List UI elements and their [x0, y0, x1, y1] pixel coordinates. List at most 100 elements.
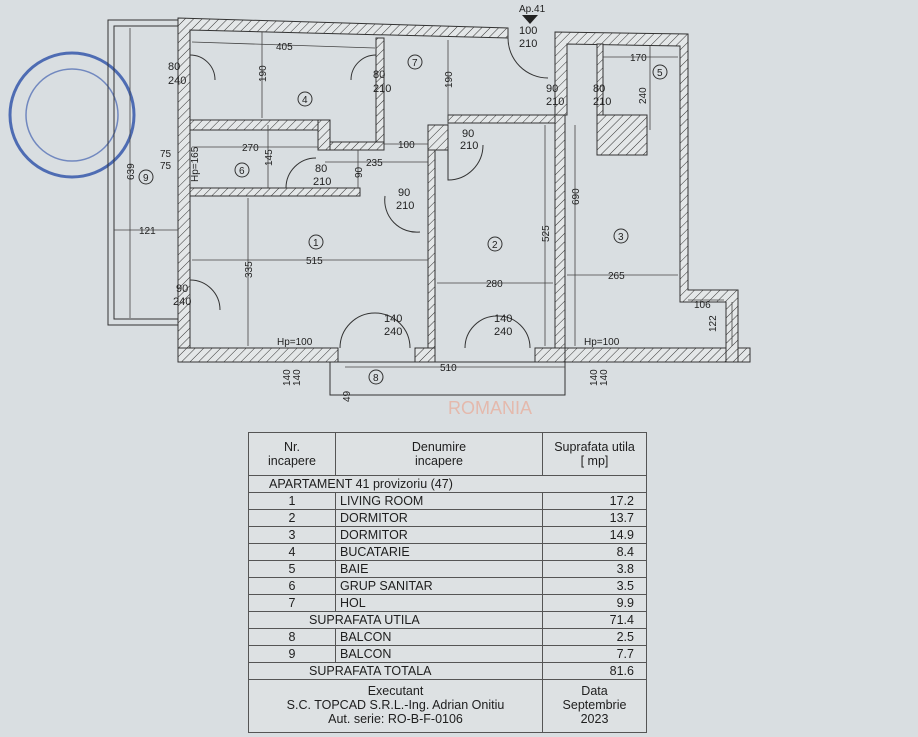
door-h: 210: [396, 200, 414, 212]
header-text: [ mp]: [580, 454, 609, 468]
dim: 170: [630, 53, 647, 64]
window-w: 140: [282, 369, 293, 386]
cell-nr: 5: [248, 560, 336, 578]
room-2-marker: 2: [492, 240, 498, 251]
room-3-marker: 3: [618, 232, 624, 243]
cell-nr: 2: [248, 509, 336, 527]
dim: 100: [398, 140, 415, 151]
cell-name: BALCON: [335, 645, 543, 663]
window-w: 75: [160, 149, 172, 160]
door-w: 140: [494, 313, 512, 325]
dim: 405: [276, 42, 293, 53]
dim: 190: [444, 71, 455, 88]
cell-name: BAIE: [335, 560, 543, 578]
cell-area: 13.7: [542, 509, 647, 527]
door-h: 240: [494, 326, 512, 338]
door-w: 80: [593, 83, 605, 95]
cell-name: DORMITOR: [335, 509, 543, 527]
header-text: incapere: [268, 454, 316, 468]
header-text: Denumire: [411, 440, 467, 454]
room-markers: 1 2 3 4 5 6 7 8 9: [138, 54, 668, 385]
dim: 145: [264, 149, 275, 166]
header-area: Suprafata utila[ mp]: [542, 432, 647, 476]
door-w: 90: [176, 283, 188, 295]
header-text: Nr.: [284, 440, 300, 454]
cell-area: 8.4: [542, 543, 647, 561]
door-h: 210: [593, 96, 611, 108]
cell-nr: 4: [248, 543, 336, 561]
dim: 510: [440, 363, 457, 374]
door-h: 210: [546, 96, 564, 108]
walls: [177, 17, 751, 363]
dim: 265: [608, 271, 625, 282]
cell-area: 17.2: [542, 492, 647, 510]
apartment-label: Ap.41: [519, 4, 546, 15]
cell-name: DORMITOR: [335, 526, 543, 544]
cell-area: 9.9: [542, 594, 647, 612]
dim: 49: [342, 390, 353, 402]
total-label: SUPRAFATA TOTALA: [248, 662, 543, 680]
cell-name: LIVING ROOM: [335, 492, 543, 510]
room-6-marker: 6: [239, 166, 245, 177]
hp-label: Hp=100: [277, 337, 313, 348]
header-text: Suprafata utila: [554, 440, 635, 454]
cell-name: BUCATARIE: [335, 543, 543, 561]
cell-area: 7.7: [542, 645, 647, 663]
cell-nr: 6: [248, 577, 336, 595]
entry-arrow-icon: [522, 15, 538, 24]
dim: 270: [242, 143, 259, 154]
door-h: 210: [460, 140, 478, 152]
dim: 240: [638, 87, 649, 104]
door-entry-w: 100: [519, 25, 537, 37]
stamp-icon: [8, 51, 136, 179]
door-w: 80: [373, 69, 385, 81]
authorization: Aut. serie: RO-B-F-0106: [328, 712, 463, 726]
window-h: 140: [599, 369, 610, 386]
room-8-marker: 8: [373, 373, 379, 384]
dim: 335: [244, 261, 255, 278]
door-h: 210: [373, 83, 391, 95]
door-w: 80: [168, 61, 180, 73]
door-w: 90: [398, 187, 410, 199]
cell-nr: 9: [248, 645, 336, 663]
door-labels: 100 210 80 240 80 210 90 210 80 210 90 2…: [160, 25, 611, 386]
room-7-marker: 7: [412, 58, 418, 69]
window-h: 75: [160, 161, 172, 172]
dim: 90: [354, 166, 365, 178]
window-h: 140: [292, 369, 303, 386]
subtotal-value: 71.4: [542, 611, 647, 629]
room-1-marker: 1: [313, 238, 319, 249]
cell-nr: 1: [248, 492, 336, 510]
door-w: 140: [384, 313, 402, 325]
total-value: 81.6: [542, 662, 647, 680]
door-w: 90: [462, 128, 474, 140]
cell-nr: 3: [248, 526, 336, 544]
balcony-8: [329, 361, 566, 396]
header-text: incapere: [415, 454, 463, 468]
cell-area: 3.8: [542, 560, 647, 578]
cell-area: 14.9: [542, 526, 647, 544]
cell-nr: 7: [248, 594, 336, 612]
door-swings: [189, 37, 549, 349]
executant-name: S.C. TOPCAD S.R.L.-Ing. Adrian Onitiu: [286, 698, 505, 712]
dim: 190: [258, 65, 269, 82]
window-w: 140: [589, 369, 600, 386]
hp-label: Hp=100: [584, 337, 620, 348]
room-5-marker: 5: [657, 68, 663, 79]
dim: 122: [708, 315, 719, 332]
cell-name: BALCON: [335, 628, 543, 646]
